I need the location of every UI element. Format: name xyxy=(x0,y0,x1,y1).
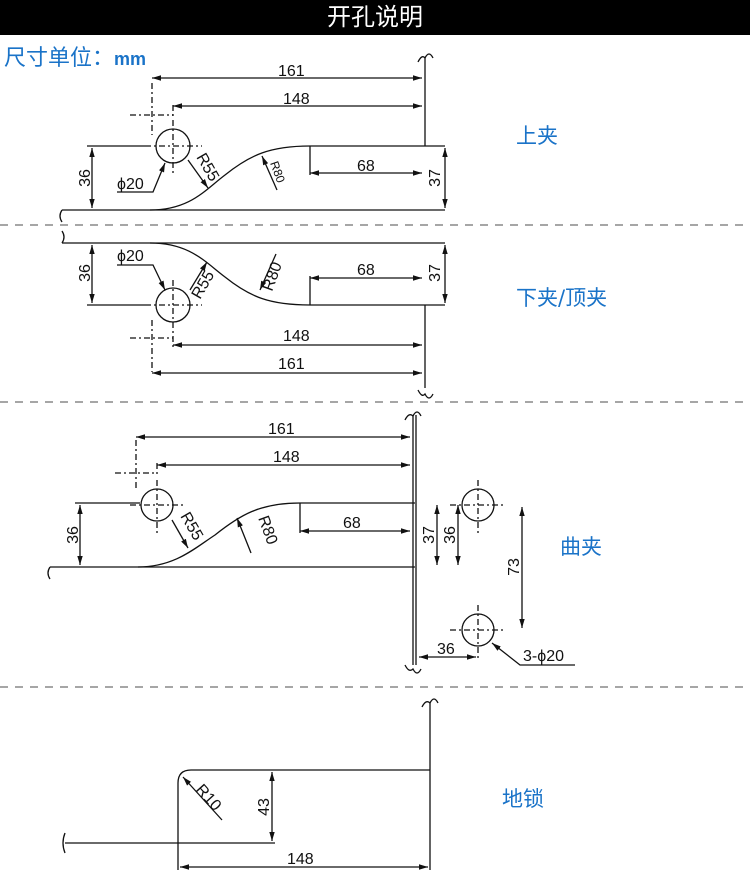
dim-text: 37 xyxy=(421,526,438,544)
leader-holes xyxy=(491,642,575,666)
dim-text: 148 xyxy=(273,449,300,466)
leader-r55 xyxy=(189,261,208,291)
dim-text: 37 xyxy=(427,169,444,187)
dim-text: 3-ϕ20 xyxy=(523,648,564,665)
leader-hole xyxy=(117,162,166,193)
drawing-bottom-clamp xyxy=(61,230,448,399)
dim-text: 36 xyxy=(437,641,455,658)
dim-text: 36 xyxy=(77,169,94,187)
break-mark xyxy=(62,832,66,854)
dim-text: R10 xyxy=(192,781,224,814)
dim-text: 148 xyxy=(283,328,310,345)
leader-r80 xyxy=(261,155,278,191)
section-label-floor-lock: 地锁 xyxy=(502,787,544,811)
dim-text: 68 xyxy=(357,262,375,279)
page-header: 开孔说明 xyxy=(0,0,750,35)
dim-text: R55 xyxy=(193,151,222,185)
dim-text: 68 xyxy=(343,515,361,532)
section-label-top-clamp: 上夹 xyxy=(516,124,558,148)
dim-text: 36 xyxy=(442,526,459,544)
centerline xyxy=(130,320,174,372)
header-title: 开孔说明 xyxy=(327,3,423,31)
leader-r55 xyxy=(171,519,189,549)
dim-text: ϕ20 xyxy=(117,176,144,193)
s-curve-profile xyxy=(137,502,415,568)
unit-label: 尺寸单位：mm xyxy=(4,40,146,72)
dim-text: 68 xyxy=(357,158,375,175)
profile xyxy=(177,769,430,870)
dim-text: 148 xyxy=(287,851,314,868)
glass-edge xyxy=(412,415,417,665)
leader-r80 xyxy=(259,253,277,291)
dim-text: 73 xyxy=(506,558,523,576)
dim-text: 37 xyxy=(427,264,444,282)
dim-text: 161 xyxy=(278,356,305,373)
break-mark xyxy=(47,566,51,580)
centerline xyxy=(145,280,202,335)
drawing-top-clamp xyxy=(59,53,448,223)
section-label-curved-clamp: 曲夹 xyxy=(560,535,602,559)
dim-text: 43 xyxy=(256,798,273,816)
dim-text: ϕ20 xyxy=(117,248,144,265)
centerline xyxy=(130,480,505,660)
leader-hole xyxy=(117,264,166,291)
drawing-floor-lock xyxy=(62,698,439,870)
break-mark xyxy=(417,389,434,399)
dim-text: 161 xyxy=(278,63,305,80)
break-mark xyxy=(59,209,63,223)
unit-value: mm xyxy=(114,49,147,69)
dim-text: R55 xyxy=(177,510,206,544)
centerline xyxy=(115,440,158,490)
break-mark xyxy=(404,411,422,421)
dim-text: 161 xyxy=(268,421,295,438)
dim-text: 36 xyxy=(77,264,94,282)
section-dividers xyxy=(0,224,750,688)
dim-text: R80 xyxy=(267,159,288,185)
dim-text: R80 xyxy=(260,260,286,293)
leader-r55 xyxy=(187,159,209,189)
dim-text: R80 xyxy=(254,514,280,547)
leader-r10 xyxy=(182,776,223,821)
section-label-bottom-clamp: 下夹/顶夹 xyxy=(516,286,608,310)
s-curve-profile xyxy=(149,242,445,306)
dim-text: R55 xyxy=(189,268,218,302)
break-mark xyxy=(421,698,439,708)
drawing-curved-clamp xyxy=(47,411,575,674)
dim-text: 148 xyxy=(283,91,310,108)
leader-r80 xyxy=(236,517,252,554)
dim-text: 36 xyxy=(65,526,82,544)
break-mark xyxy=(417,53,434,63)
unit-text: 尺寸单位： xyxy=(4,46,115,71)
centerline xyxy=(130,83,174,135)
break-mark xyxy=(61,230,65,244)
centerline xyxy=(145,120,202,175)
s-curve-profile xyxy=(149,145,445,211)
break-mark xyxy=(404,664,422,674)
